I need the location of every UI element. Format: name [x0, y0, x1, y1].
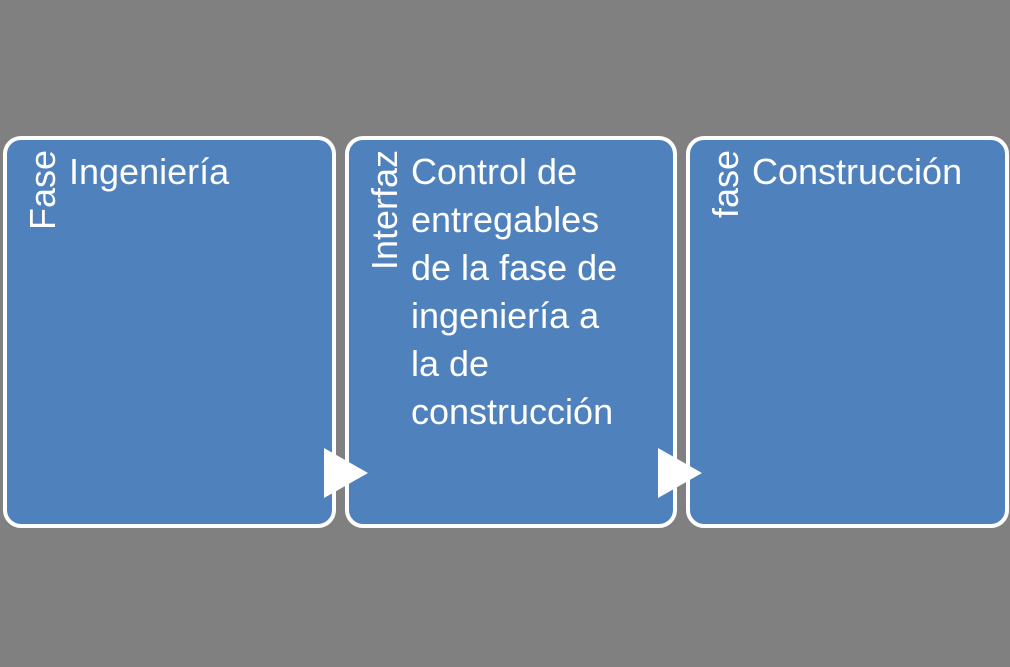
- right-arrow-icon: [324, 448, 368, 498]
- process-box-fase-construccion: fase Construcción: [686, 136, 1009, 528]
- box-text-control-entregables: Control de entregables de la fase de ing…: [411, 151, 618, 432]
- right-arrow-icon: [658, 448, 702, 498]
- process-box-interfaz: Interfaz Control de entregables de la fa…: [345, 136, 677, 528]
- process-box-fase-ingenieria: Fase Ingeniería: [3, 136, 336, 528]
- vertical-label-interfaz: Interfaz: [364, 150, 405, 271]
- box-text-ingenieria: Ingeniería: [69, 151, 230, 192]
- vertical-label-fase-2: fase: [705, 150, 746, 219]
- vertical-label-fase: Fase: [22, 150, 63, 231]
- box-text-construccion: Construcción: [752, 151, 963, 192]
